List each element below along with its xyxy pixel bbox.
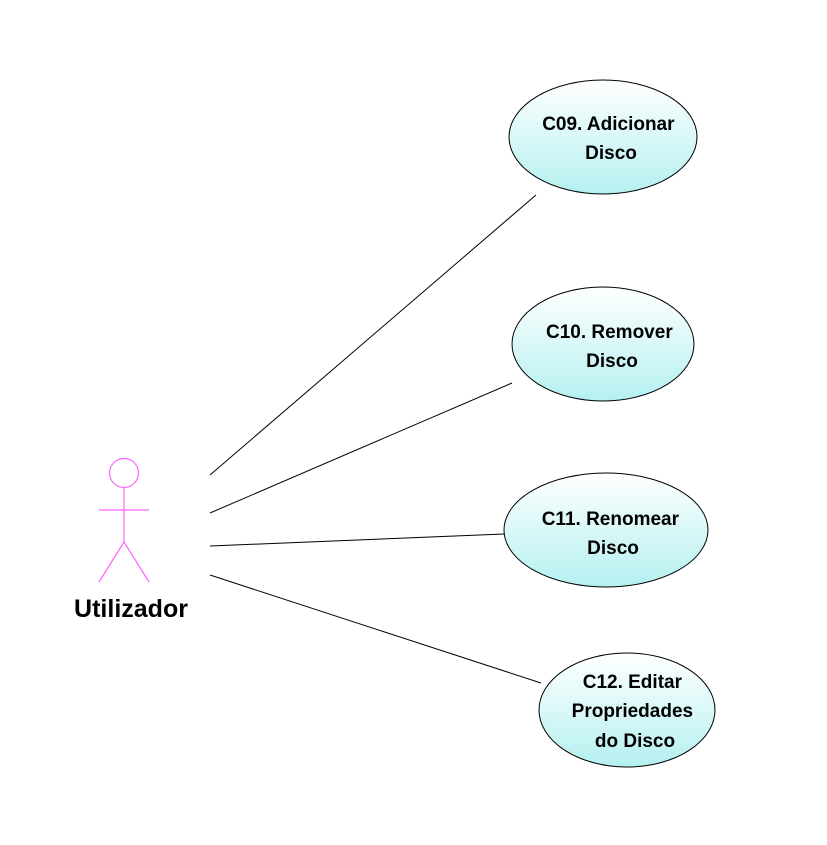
stick-figure-icon xyxy=(98,457,150,583)
association-c12[interactable] xyxy=(209,574,542,684)
association-c11[interactable] xyxy=(209,533,505,547)
use-case-c09-label: C09. Adicionar Disco xyxy=(542,114,680,164)
use-case-c10[interactable]: C10. Remover Disco xyxy=(511,286,695,402)
use-case-c09-line-1: C09. Adicionar xyxy=(542,114,675,135)
use-case-c12-line-1: C12. Editar xyxy=(583,672,683,693)
use-case-c10-line-2: Disco xyxy=(586,351,638,372)
use-case-c11[interactable]: C11. Renomear Disco xyxy=(503,472,709,588)
use-case-c12-label: C12. Editar Propriedades do Disco xyxy=(572,672,699,752)
use-case-c12-line-3: do Disco xyxy=(595,731,675,752)
use-case-c11-line-2: Disco xyxy=(587,538,639,559)
use-case-c12-line-2: Propriedades xyxy=(572,701,693,722)
use-case-c12[interactable]: C12. Editar Propriedades do Disco xyxy=(538,652,716,768)
use-case-c10-label: C10. Remover Disco xyxy=(546,322,678,372)
use-case-c11-label: C11. Renomear Disco xyxy=(542,509,685,559)
association-c09[interactable] xyxy=(209,194,537,476)
association-c10[interactable] xyxy=(209,382,513,514)
use-case-c09[interactable]: C09. Adicionar Disco xyxy=(508,79,698,195)
use-case-c11-line-1: C11. Renomear xyxy=(542,509,680,530)
actor-utilizador[interactable]: Utilizador xyxy=(74,457,188,624)
use-case-c10-line-1: C10. Remover xyxy=(546,322,673,343)
actor-name: Utilizador xyxy=(74,595,188,623)
use-case-c09-line-2: Disco xyxy=(585,143,637,164)
